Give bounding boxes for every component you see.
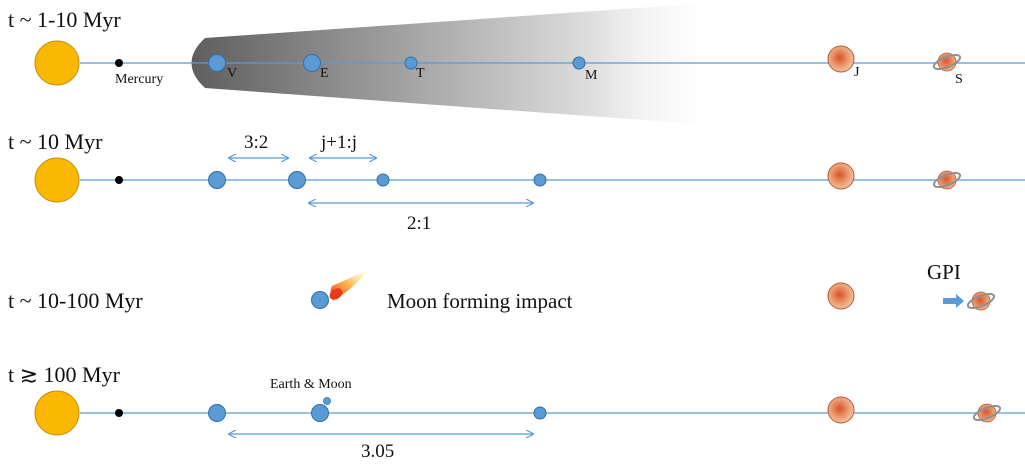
time-label-3: t ~ 10-100 Myr xyxy=(8,288,143,313)
earth xyxy=(311,404,329,422)
venus xyxy=(208,54,226,72)
venus xyxy=(208,404,226,422)
jupiter xyxy=(827,396,855,424)
jupiter xyxy=(827,282,855,310)
row-4 xyxy=(34,390,1025,436)
mercury-label: Mercury xyxy=(115,72,164,87)
mercury xyxy=(115,59,123,67)
venus-label: V xyxy=(227,66,238,81)
mercury xyxy=(115,176,123,184)
resonance-label-j: j+1:j xyxy=(321,132,358,153)
venus xyxy=(208,171,226,189)
row-3 xyxy=(311,270,996,311)
theia xyxy=(376,173,390,187)
earth-label: E xyxy=(320,66,329,81)
moon-impact-label: Moon forming impact xyxy=(387,289,573,313)
saturn xyxy=(966,291,996,311)
arrow-right-icon xyxy=(943,294,964,308)
mars xyxy=(572,56,586,70)
gas-disk xyxy=(191,2,725,126)
mars xyxy=(533,173,547,187)
earth-moon-label: Earth & Moon xyxy=(270,377,352,392)
sun xyxy=(34,157,80,203)
sun xyxy=(34,390,80,436)
saturn xyxy=(932,170,962,190)
sun xyxy=(34,40,80,86)
earth xyxy=(303,54,321,72)
ratio-label: 3.05 xyxy=(361,441,395,462)
saturn-label: S xyxy=(955,72,963,87)
mercury xyxy=(115,409,123,417)
jupiter-label: J xyxy=(854,65,860,80)
row-2 xyxy=(34,157,1025,203)
moon xyxy=(323,397,331,405)
jupiter xyxy=(827,45,855,73)
earth xyxy=(288,171,306,189)
proto-earth xyxy=(311,291,329,309)
theia xyxy=(404,56,418,70)
jupiter xyxy=(827,162,855,190)
time-label-1: t ~ 1-10 Myr xyxy=(8,7,121,32)
row-1 xyxy=(34,2,1025,126)
comet-icon xyxy=(329,270,368,300)
time-label-2: t ~ 10 Myr xyxy=(8,129,103,154)
mars-label: M xyxy=(585,68,598,83)
theia-label: T xyxy=(416,66,425,81)
saturn xyxy=(932,52,962,72)
saturn xyxy=(972,403,1002,423)
mars xyxy=(533,406,547,420)
resonance-label-2-1: 2:1 xyxy=(407,213,432,234)
time-label-4: t ≳ 100 Myr xyxy=(8,362,120,387)
resonance-label-3-2: 3:2 xyxy=(244,132,269,153)
gpi-label: GPI xyxy=(927,260,961,284)
